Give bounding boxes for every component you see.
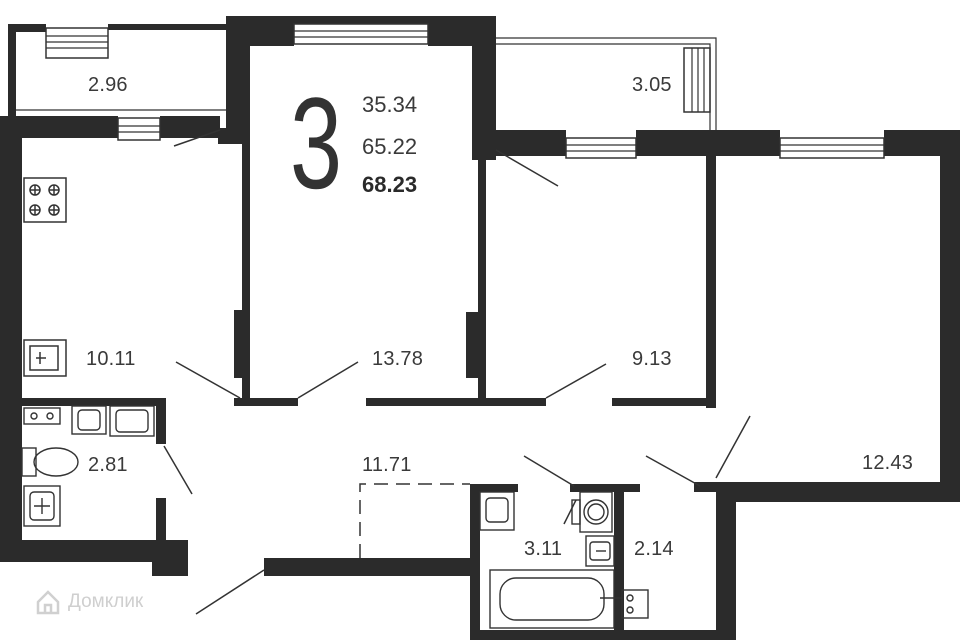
stove-icon	[23, 177, 67, 223]
bathroom-center-area: 3.11	[524, 538, 563, 560]
walls	[0, 16, 960, 640]
window-lines	[46, 30, 884, 152]
living-area: 35.34	[362, 92, 418, 117]
kitchen-area: 10.11	[86, 348, 136, 370]
door-swings	[163, 129, 751, 615]
room-right-area: 12.43	[862, 452, 914, 474]
windows	[45, 23, 885, 159]
house-icon	[36, 590, 60, 615]
wardrobe-outline	[359, 483, 470, 558]
watermark-text: Домклик	[68, 591, 144, 612]
room-center-area: 13.78	[372, 348, 424, 370]
balcony-outlines	[16, 37, 717, 130]
wc-area: 2.14	[634, 538, 674, 560]
kitchen-sink-icon	[23, 339, 67, 377]
hallway-area: 11.71	[362, 454, 412, 476]
balcony-left-area: 2.96	[88, 74, 128, 96]
bathroom-fixtures-left	[21, 407, 79, 527]
bathroom-left-area: 2.81	[88, 454, 128, 476]
bathroom-fixtures-center	[489, 491, 649, 629]
total-area: 65.22	[362, 134, 418, 159]
total-area-with-balcony: 68.23	[362, 172, 418, 197]
watermark: Домклик	[34, 588, 143, 616]
appliance-icons	[71, 405, 515, 531]
balcony-right-area: 3.05	[632, 74, 672, 96]
room-count: 3	[290, 70, 343, 216]
room-middle-area: 9.13	[632, 348, 672, 370]
